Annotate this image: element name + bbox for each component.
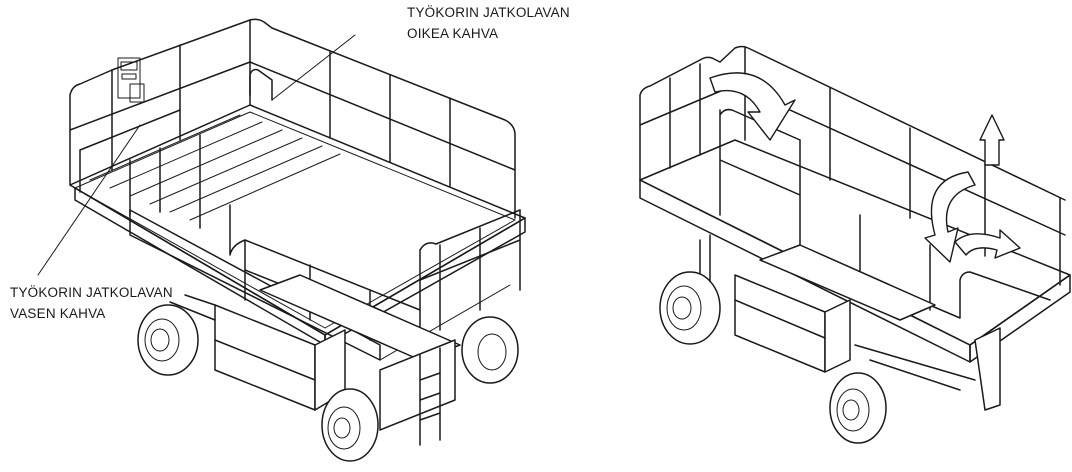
right-handle-callout-line2: OIKEA KAHVA (407, 26, 499, 41)
right-handle-callout-line1: TYÖKORIN JATKOLAVAN (407, 5, 570, 20)
right-lift-wheels (659, 271, 887, 444)
left-handle-callout-line1: TYÖKORIN JATKOLAVAN (10, 285, 173, 300)
right-handle-leader-line (271, 34, 356, 101)
left-handle-leader-line (37, 124, 141, 276)
rotate-arrow-icon (924, 171, 976, 263)
rotate-arrow-icon (954, 229, 1021, 259)
left-lift-wheels (137, 304, 519, 462)
right-scissor-lift (639, 45, 1071, 444)
left-handle-callout-line2: VASEN KAHVA (10, 306, 106, 321)
up-arrow-icon (979, 114, 1005, 166)
fold-down-arrow-icon (709, 72, 796, 141)
left-handle-callout: TYÖKORIN JATKOLAVAN VASEN KAHVA (10, 282, 173, 324)
left-scissor-lift (37, 18, 526, 462)
right-handle-callout: TYÖKORIN JATKOLAVAN OIKEA KAHVA (407, 2, 570, 44)
